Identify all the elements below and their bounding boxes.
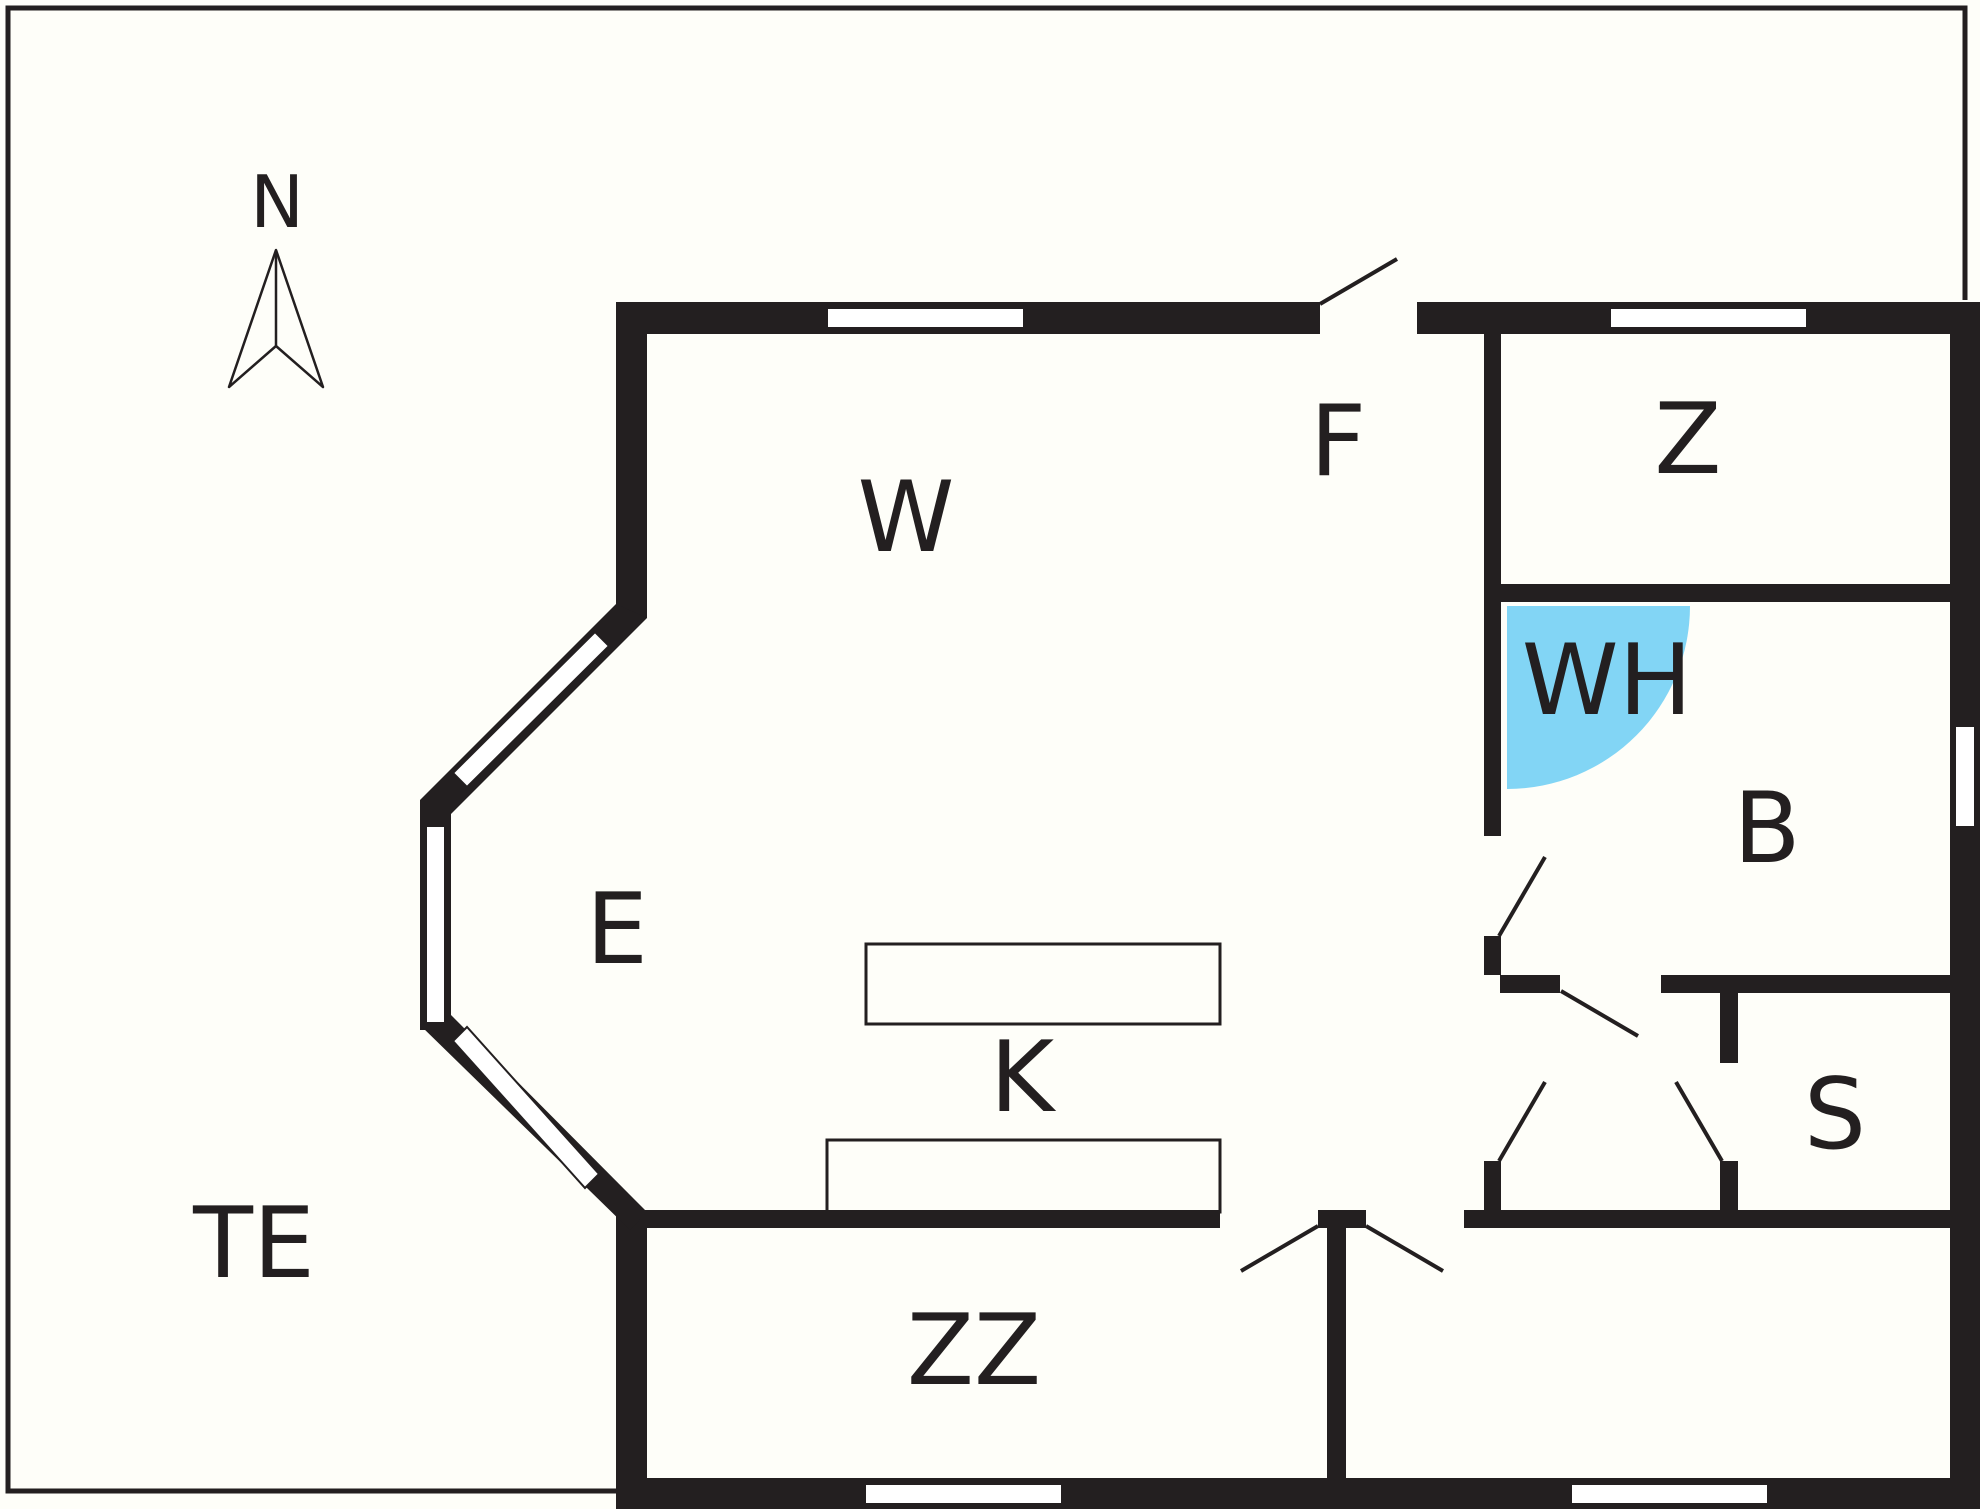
- door-leaf-lower-right: [1364, 1224, 1445, 1273]
- door-opening-hall: [1484, 1063, 1501, 1161]
- window-bay-upper: [451, 630, 611, 789]
- north-arrow-icon: [227, 248, 325, 389]
- windows: [425, 307, 1976, 1505]
- room-label-e: E: [586, 873, 648, 987]
- door-leaf-s: [1674, 1080, 1724, 1163]
- door-opening-lower-right: [1366, 1210, 1464, 1228]
- water-heater-icon: [1507, 606, 1690, 789]
- room-label-zz: ZZ: [907, 1294, 1041, 1408]
- door-leaf-zz: [1239, 1224, 1320, 1273]
- site-boundary: [5, 5, 1968, 1494]
- kitchen-counter-lower: [825, 1138, 1222, 1214]
- room-label-w: W: [858, 461, 955, 575]
- room-label-b: B: [1733, 772, 1800, 886]
- door-openings: [1220, 302, 1738, 1228]
- window-bottom-left: [864, 1483, 1063, 1505]
- room-label-wh: WH: [1522, 624, 1693, 738]
- door-opening-zz: [1220, 1210, 1318, 1228]
- window-bay-vertical: [425, 825, 446, 1024]
- window-right: [1954, 725, 1976, 828]
- room-label-z: Z: [1654, 383, 1721, 497]
- kitchen-counter-upper: [864, 942, 1222, 1026]
- kitchen-counters: [825, 942, 1222, 1214]
- window-top-right: [1609, 307, 1808, 329]
- door-leaf-b-hall: [1559, 989, 1640, 1038]
- door-opening-b: [1484, 836, 1501, 936]
- door-opening-s: [1720, 1063, 1738, 1161]
- room-label-f: F: [1310, 385, 1366, 499]
- north-label: N: [250, 160, 304, 244]
- window-bay-lower: [451, 1025, 601, 1190]
- door-opening-b-hall: [1560, 975, 1661, 993]
- room-label-k: K: [990, 1021, 1057, 1135]
- door-leaf-entry: [1318, 257, 1399, 306]
- window-top-left: [826, 307, 1025, 329]
- door-opening-entry: [1320, 302, 1417, 334]
- door-leaves: [1239, 257, 1724, 1273]
- room-label-te: TE: [192, 1187, 315, 1301]
- room-label-s: S: [1804, 1058, 1866, 1172]
- door-leaf-b: [1497, 855, 1547, 938]
- window-bottom-right: [1570, 1483, 1769, 1505]
- door-leaf-hall: [1497, 1080, 1547, 1163]
